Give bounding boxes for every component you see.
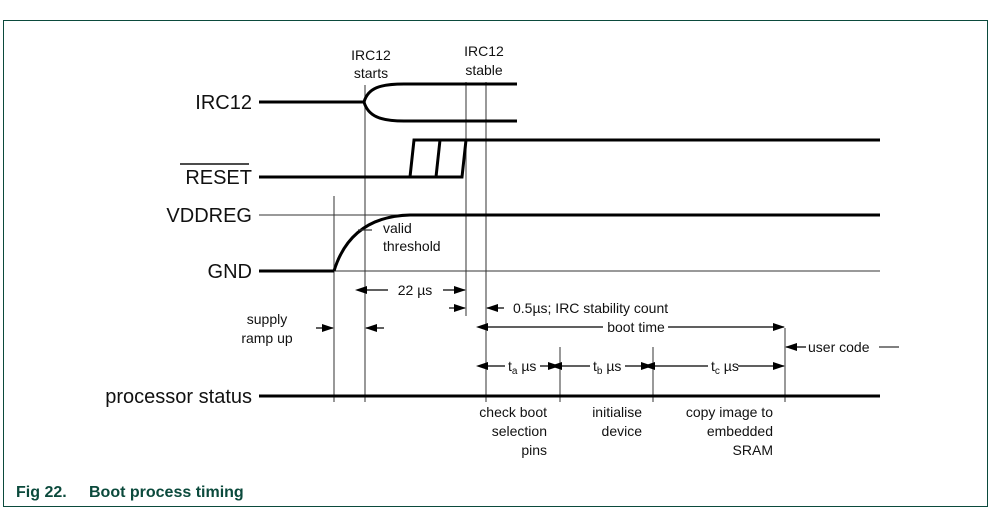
event-irc12-starts-line2: starts bbox=[354, 65, 388, 81]
phase-check-boot: check boot selection pins bbox=[479, 404, 547, 458]
signal-label-vddreg: VDDREG bbox=[166, 205, 252, 227]
svg-text:pins: pins bbox=[521, 442, 547, 458]
svg-text:copy image to: copy image to bbox=[686, 404, 773, 420]
svg-text:check boot: check boot bbox=[479, 404, 547, 420]
interval-ta-label: ta µs bbox=[508, 358, 536, 377]
svg-text:initialise: initialise bbox=[592, 404, 642, 420]
waveform-reset bbox=[259, 138, 880, 179]
event-valid-threshold-line1: valid bbox=[383, 220, 412, 236]
interval-stability-label: 0.5µs; IRC stability count bbox=[513, 300, 668, 316]
waveform-vddreg bbox=[259, 213, 880, 273]
event-irc12-starts-line1: IRC12 bbox=[351, 47, 391, 63]
event-irc12-stable-line2: stable bbox=[465, 62, 503, 78]
phase-copy-image: copy image to embedded SRAM bbox=[686, 404, 773, 458]
svg-text:embedded: embedded bbox=[707, 423, 773, 439]
interval-tb-label: tb µs bbox=[593, 358, 621, 377]
interval-supply-ramp-line2: ramp up bbox=[241, 330, 293, 346]
interval-tc-label: tc µs bbox=[711, 358, 739, 377]
svg-text:selection: selection bbox=[492, 423, 547, 439]
event-valid-threshold-line2: threshold bbox=[383, 238, 441, 254]
svg-text:device: device bbox=[602, 423, 643, 439]
svg-text:SRAM: SRAM bbox=[733, 442, 773, 458]
waveform-irc12 bbox=[259, 82, 517, 123]
interval-supply-ramp-line1: supply bbox=[247, 311, 287, 327]
interval-user-code-label: user code bbox=[808, 339, 870, 355]
phase-initialise-device: initialise device bbox=[592, 404, 642, 439]
figure-caption-title: Boot process timing bbox=[89, 484, 244, 501]
interval-boot-time-label: boot time bbox=[607, 319, 665, 335]
signal-label-gnd: GND bbox=[208, 261, 252, 283]
figure-caption-number: Fig 22. bbox=[16, 484, 67, 501]
signal-label-reset: RESET bbox=[185, 167, 252, 189]
signal-label-irc12: IRC12 bbox=[195, 92, 252, 114]
reference-lines bbox=[333, 82, 786, 402]
signal-label-processor-status: processor status bbox=[105, 386, 252, 408]
figure-frame bbox=[3, 20, 988, 507]
event-irc12-stable-line1: IRC12 bbox=[464, 43, 504, 59]
interval-22us-label: 22 µs bbox=[398, 282, 433, 298]
